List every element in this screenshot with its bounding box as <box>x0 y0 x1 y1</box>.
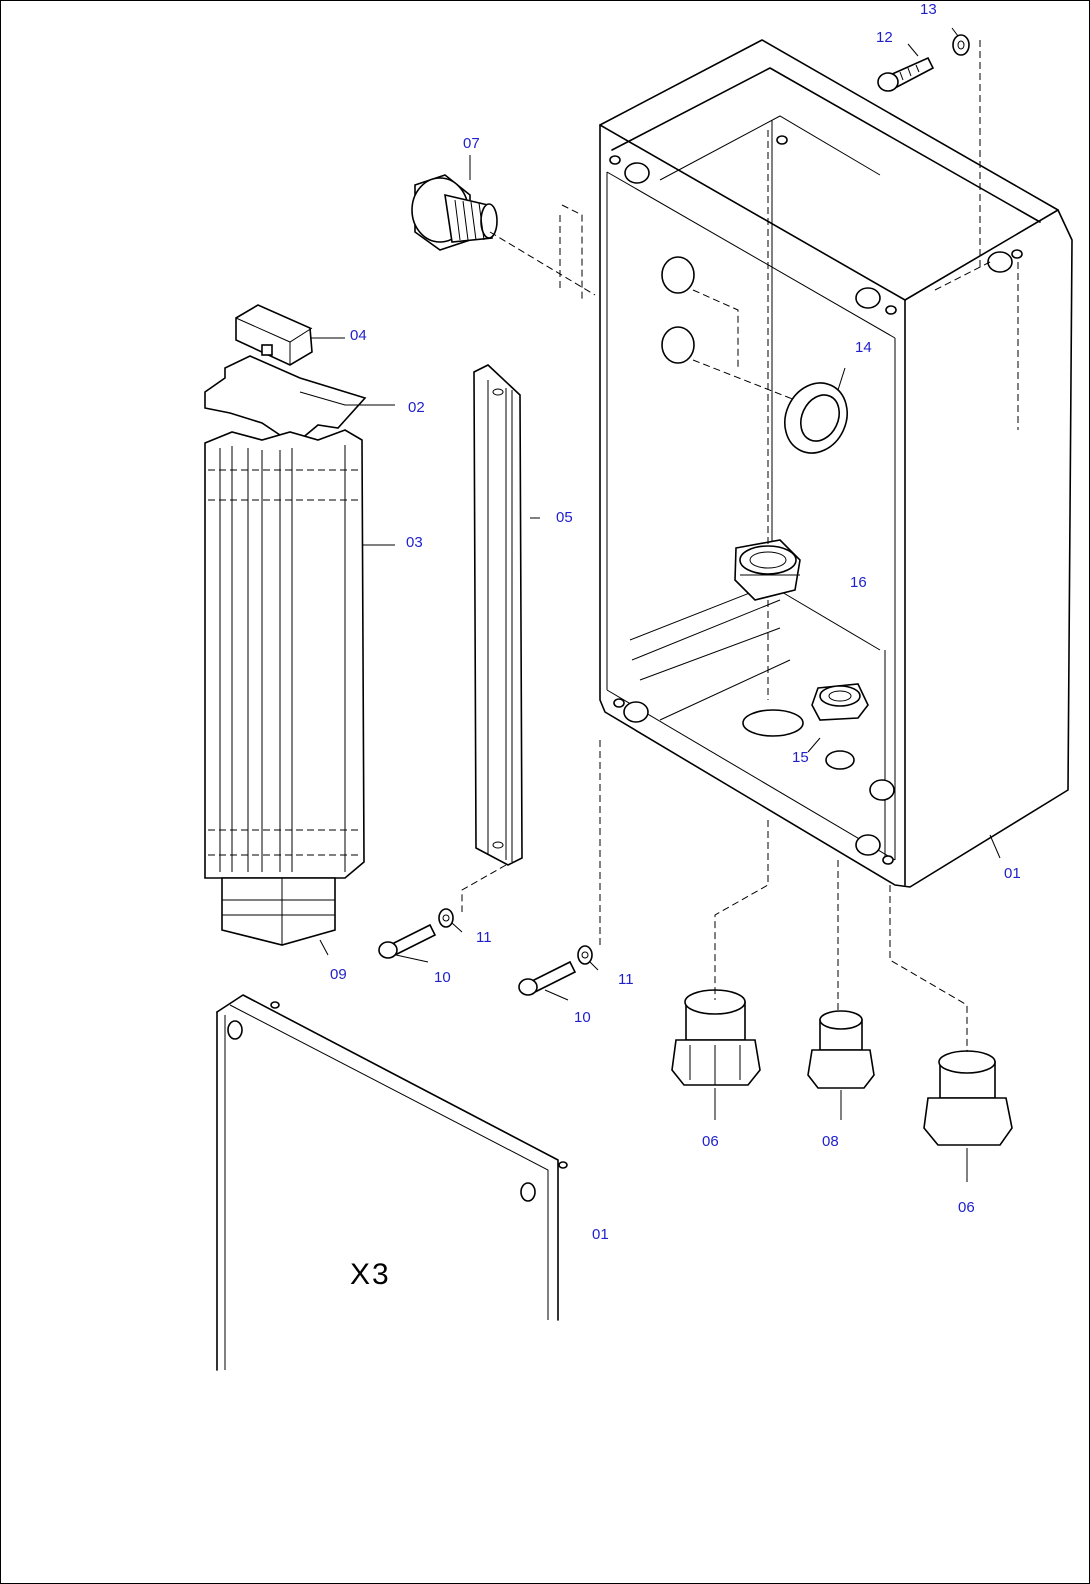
callout-08: 08 <box>822 1133 839 1150</box>
callout-06-a: 06 <box>702 1133 719 1150</box>
callout-03: 03 <box>406 534 423 551</box>
washer-13 <box>952 34 970 56</box>
washer-11-a <box>438 908 454 928</box>
assembly-lines <box>461 40 1019 1052</box>
grommet-14 <box>784 382 848 454</box>
washer-11-b <box>577 945 593 965</box>
callout-11-b: 11 <box>618 971 634 988</box>
callout-01-box: 01 <box>1004 865 1021 882</box>
callout-11-a: 11 <box>476 929 492 946</box>
callout-05: 05 <box>556 509 573 526</box>
nut-15 <box>811 683 869 721</box>
din-rail-05 <box>473 364 523 866</box>
callout-04: 04 <box>350 327 367 344</box>
callout-13: 13 <box>920 1 937 18</box>
plug-07 <box>411 174 498 251</box>
cover-plate-01 <box>216 994 568 1371</box>
callout-01-cover: 01 <box>592 1226 609 1243</box>
callout-02: 02 <box>408 399 425 416</box>
callout-15: 15 <box>792 749 809 766</box>
callout-12: 12 <box>876 29 893 46</box>
screw-10-b <box>518 960 577 996</box>
label-sheet-02 <box>204 355 367 441</box>
screw-10-a <box>378 923 437 959</box>
enclosure-box <box>599 39 1073 888</box>
leader-lines <box>299 27 1001 1182</box>
callout-10-b: 10 <box>574 1009 591 1026</box>
callout-14: 14 <box>855 339 872 356</box>
callout-07: 07 <box>463 135 480 152</box>
terminal-module-04 <box>235 304 313 366</box>
screw-12 <box>877 56 935 92</box>
cable-gland-06-a <box>671 989 761 1086</box>
callout-10-a: 10 <box>434 969 451 986</box>
cable-gland-06-b <box>923 1050 1013 1146</box>
callout-16: 16 <box>850 574 867 591</box>
cover-marking-text: X3 <box>350 1258 391 1291</box>
nut-16 <box>734 539 801 601</box>
terminal-block-stack-03 <box>204 429 365 946</box>
callout-06-b: 06 <box>958 1199 975 1216</box>
callout-09: 09 <box>330 966 347 983</box>
cable-gland-08 <box>807 1010 875 1089</box>
